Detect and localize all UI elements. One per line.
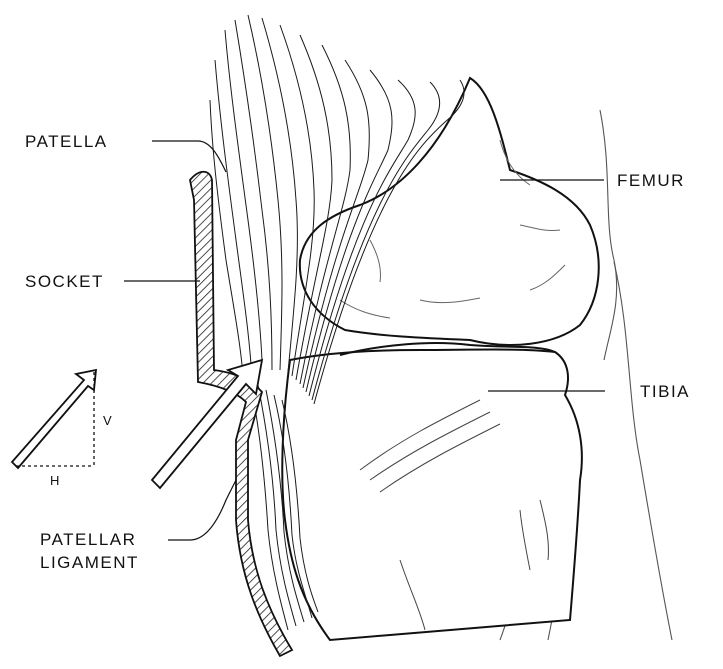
vector-h-label: H [50,474,60,487]
patellar-ligament-label-line2: LIGAMENT [40,554,139,571]
tibia-bone [282,343,582,640]
patellar-ligament-leader [168,480,236,540]
vector-v-label: V [103,414,112,427]
patella-label: PATELLA [25,133,108,150]
socket-label: SOCKET [25,273,104,290]
femur-label: FEMUR [617,172,685,189]
tibia-label: TIBIA [640,383,690,400]
vector-diagram [12,370,96,468]
patellar-ligament-label-line1: PATELLAR [40,531,136,548]
